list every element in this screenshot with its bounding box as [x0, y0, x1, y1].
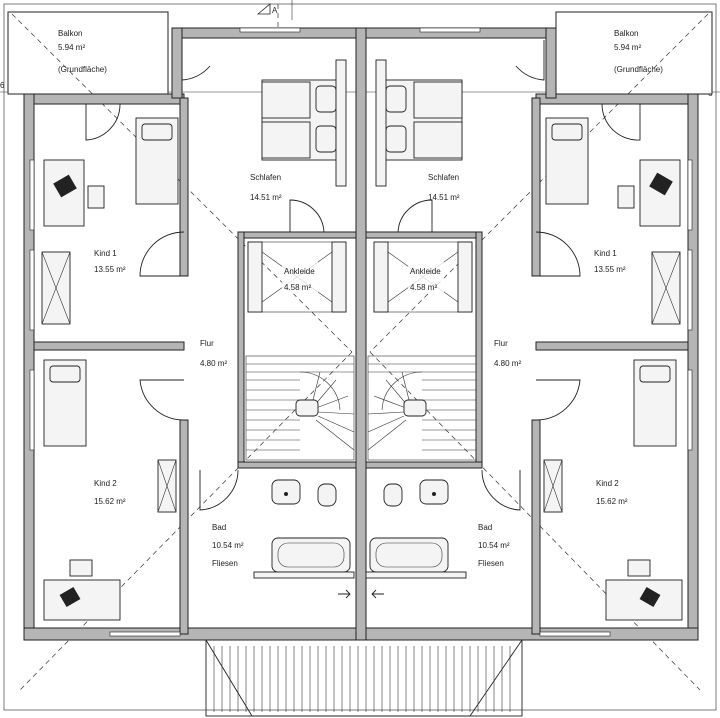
room-area: 15.62 m²	[596, 497, 628, 506]
toilet-left	[317, 483, 337, 507]
room-note: (Grundfläche)	[614, 65, 663, 74]
toilet-right	[383, 483, 403, 507]
interior-walls	[33, 97, 689, 635]
room-area: 4.80 m²	[494, 359, 521, 368]
label-ankleide-right: Ankleide 4.58 m²	[408, 262, 444, 294]
label-kind2-left: Kind 2 15.62 m²	[94, 479, 126, 506]
label-ankleide-left: Ankleide 4.58 m²	[282, 262, 318, 294]
balkon-left	[7, 11, 169, 95]
washbasin-left	[271, 479, 301, 505]
room-name: Kind 2	[596, 479, 619, 488]
room-name: Bad	[212, 523, 226, 532]
room-name: Balkon	[614, 29, 638, 38]
wardrobe-kind2-right	[543, 459, 563, 513]
balkon-right	[555, 11, 713, 95]
room-name: Bad	[478, 523, 492, 532]
desk-kind2-right	[605, 559, 683, 621]
room-area: 4.58 m²	[284, 283, 311, 292]
label-schlafen-left: Schlafen 14.51 m²	[250, 173, 282, 202]
room-note: (Grundfläche)	[58, 65, 107, 74]
label-schlafen-right: Schlafen 14.51 m²	[428, 173, 460, 202]
room-name: Ankleide	[410, 267, 441, 276]
section-arrows	[338, 589, 384, 599]
bed-schlafen-left	[261, 59, 347, 187]
party-wall	[355, 27, 367, 641]
room-area: 4.58 m²	[410, 283, 437, 292]
bed-kind2-right	[633, 359, 677, 447]
room-name: Schlafen	[428, 173, 459, 182]
section-marker: A	[256, 0, 293, 30]
room-name: Flur	[200, 339, 214, 348]
room-finish: Fliesen	[478, 559, 504, 568]
room-area: 14.51 m²	[428, 193, 460, 202]
staircase-right	[367, 355, 477, 461]
room-name: Ankleide	[284, 267, 315, 276]
bath-counter-right	[365, 571, 467, 579]
room-name: Kind 2	[94, 479, 117, 488]
svg-text:A: A	[272, 6, 278, 15]
bath-counter-left	[253, 571, 355, 579]
bathtub-right	[369, 537, 449, 573]
label-kind2-right: Kind 2 15.62 m²	[596, 479, 628, 506]
room-area: 13.55 m²	[94, 265, 126, 274]
room-name: Flur	[494, 339, 508, 348]
room-name: Kind 1	[94, 249, 117, 258]
staircase-left	[245, 355, 355, 461]
label-bad-right: Bad 10.54 m² Fliesen	[478, 523, 510, 568]
desk-kind2-left	[43, 559, 121, 621]
wardrobe-kind2-left	[157, 459, 177, 513]
bathtub-left	[271, 537, 351, 573]
dimension-frame	[3, 3, 717, 711]
room-area: 13.55 m²	[594, 265, 626, 274]
room-name: Schlafen	[250, 173, 281, 182]
label-balkon-left: Balkon 5.94 m² (Grundfläche)	[58, 29, 107, 74]
bed-schlafen-right	[375, 59, 463, 187]
desk-kind1-left	[43, 159, 105, 227]
room-area: 10.54 m²	[212, 541, 244, 550]
label-kind1-right: Kind 1 13.55 m²	[594, 249, 626, 274]
room-area: 10.54 m²	[478, 541, 510, 550]
label-balkon-right: Balkon 5.94 m² (Grundfläche)	[614, 29, 663, 74]
doors	[85, 40, 641, 511]
wardrobe-kind1-right	[651, 251, 681, 325]
room-name: Kind 1	[594, 249, 617, 258]
entrance-canopy	[205, 639, 523, 717]
room-area: 5.94 m²	[614, 43, 641, 52]
room-name: Balkon	[58, 29, 82, 38]
bed-kind1-left	[135, 117, 179, 205]
room-area: 4.80 m²	[200, 359, 227, 368]
desk-kind1-right	[617, 159, 681, 227]
room-area: 5.94 m²	[58, 43, 85, 52]
label-bad-left: Bad 10.54 m² Fliesen	[212, 523, 244, 568]
room-area: 14.51 m²	[250, 193, 282, 202]
label-flur-right: Flur 4.80 m²	[494, 339, 521, 368]
wardrobe-kind1-left	[41, 251, 71, 325]
dimension-label-left: 6	[0, 81, 5, 90]
room-area: 15.62 m²	[94, 497, 126, 506]
windows	[29, 27, 693, 637]
bed-kind1-right	[545, 117, 589, 205]
bed-kind2-left	[43, 359, 87, 447]
room-finish: Fliesen	[212, 559, 238, 568]
label-flur-left: Flur 4.80 m²	[200, 339, 227, 368]
washbasin-right	[419, 479, 449, 505]
label-kind1-left: Kind 1 13.55 m²	[94, 249, 126, 274]
